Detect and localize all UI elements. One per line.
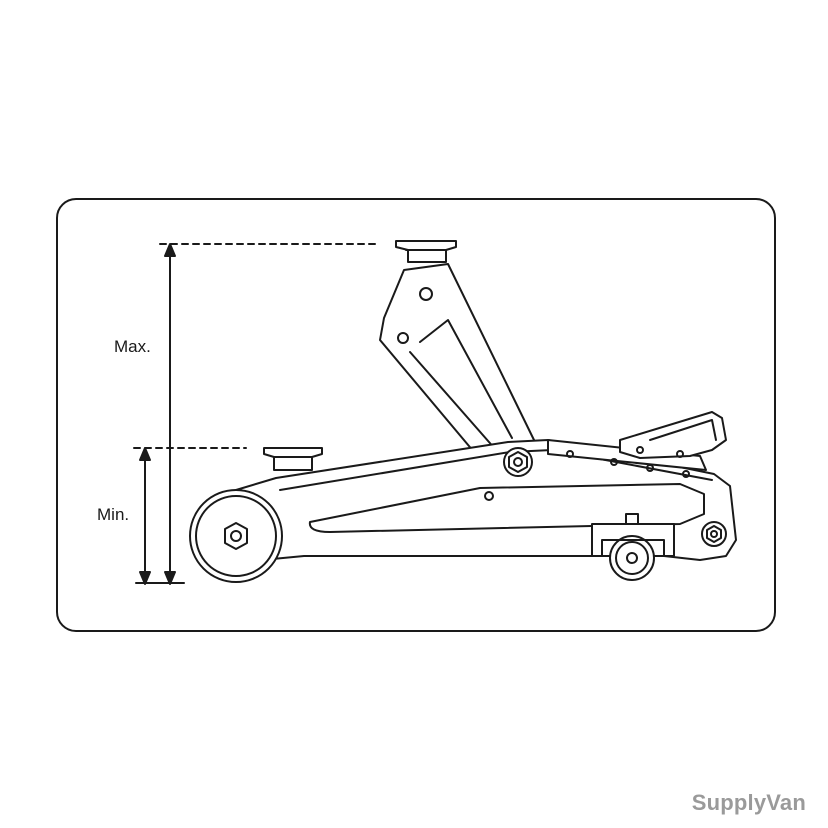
handle-socket [547,411,727,478]
min-arrow-bottom [139,571,151,585]
lifting-arm [379,263,535,463]
front-wheel [189,489,283,583]
saddle-min [263,447,323,471]
chassis-top-rail [279,449,713,491]
pivot-bolt [503,447,533,477]
max-label: Max. [114,337,151,356]
min-label: Min. [97,505,130,524]
saddle-max [395,240,457,263]
rear-caster [591,513,675,581]
brand-watermark: SupplyVan [691,790,806,815]
min-arrow-top [139,447,151,461]
max-dimension [159,243,381,585]
max-arrow-bottom [164,571,176,585]
max-arrow-top [164,243,176,257]
chassis-slot [308,483,705,533]
rear-bolt [701,521,727,547]
min-dimension [133,447,247,585]
lift-arm-pivot-top [419,287,433,301]
lift-arm-inner [419,319,513,439]
lift-arm-outline [379,263,535,463]
lift-arm-pivot-mid [397,332,409,344]
chassis-hole [484,491,494,501]
lift-arm-inner-2 [409,351,497,451]
